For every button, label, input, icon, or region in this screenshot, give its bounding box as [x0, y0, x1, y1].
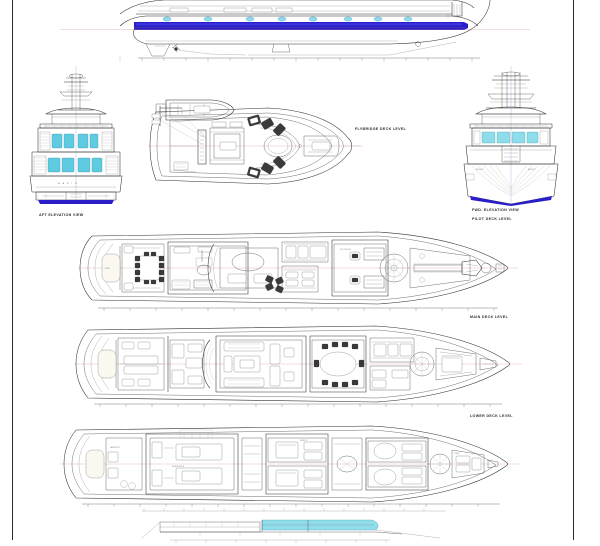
svg-text:ANCHOR: ANCHOR [476, 168, 484, 171]
label-flybridge-deck-level: FLYBRIDGE DECK LEVEL [355, 127, 407, 131]
view-flybridge-plan [148, 92, 363, 200]
boot-stripe [134, 22, 468, 30]
main-deck-windows [47, 157, 103, 173]
crew-stair [429, 453, 451, 475]
svg-text:ANCHOR: ANCHOR [528, 168, 536, 171]
sheet-border-left [12, 0, 14, 540]
svg-text:LAZARETTE: LAZARETTE [110, 446, 121, 449]
label-lower-deck-level: LOWER DECK LEVEL [470, 414, 513, 418]
svg-text:3: 3 [415, 44, 416, 46]
view-profile: 3 [60, 0, 570, 62]
svg-text:ENSUITE: ENSUITE [300, 440, 308, 442]
vip-cabin-berths [373, 442, 397, 486]
label-main-deck-level: MAIN DECK LEVEL [470, 315, 509, 319]
scale-ruler-profile [138, 57, 480, 61]
svg-text:ENGINE ROOM: ENGINE ROOM [172, 466, 185, 468]
helm-seats [349, 251, 361, 285]
scale-ruler-lower [82, 503, 500, 507]
view-fwd-elevation: ANCHOR ANCHOR [458, 66, 564, 206]
svg-text:CREW: CREW [454, 453, 460, 455]
spiral-stair [379, 253, 409, 283]
svg-text:PILOTHOUSE: PILOTHOUSE [340, 249, 352, 251]
view-keel-profile [140, 506, 450, 546]
guest-cabin-berths [275, 441, 299, 487]
label-pilot-deck-level: PILOT DECK LEVEL [472, 217, 512, 221]
pilothouse-windows [481, 131, 539, 144]
upper-deck-windows [51, 133, 99, 149]
portholes [162, 16, 413, 22]
main-engines [175, 443, 223, 485]
view-main-deck-plan: MAIN SALOON [74, 318, 522, 410]
lounge-chairs [265, 275, 284, 294]
svg-text:SWIM: SWIM [105, 268, 110, 270]
main-stairwell [409, 351, 435, 377]
sheet-border-right [573, 0, 575, 540]
alfresco-dining [134, 251, 165, 285]
scale-ruler-pilot [98, 307, 498, 311]
deck-furniture [247, 114, 286, 179]
view-lower-deck-plan: LAZARETTE ENGINE ROOM [60, 418, 520, 510]
label-aft-elevation-view: AFT ELEVATION VIEW [39, 213, 84, 217]
view-aft-elevation: M A R I N [22, 66, 130, 206]
view-pilot-deck-plan: SWIM SKY LOUNGE [78, 222, 518, 314]
dining-chairs [313, 341, 365, 388]
scale-ruler-main [94, 403, 502, 407]
svg-text:M A R I N: M A R I N [58, 182, 78, 185]
label-fwd-elevation-view: FWD. ELEVATION VIEW [472, 208, 520, 212]
